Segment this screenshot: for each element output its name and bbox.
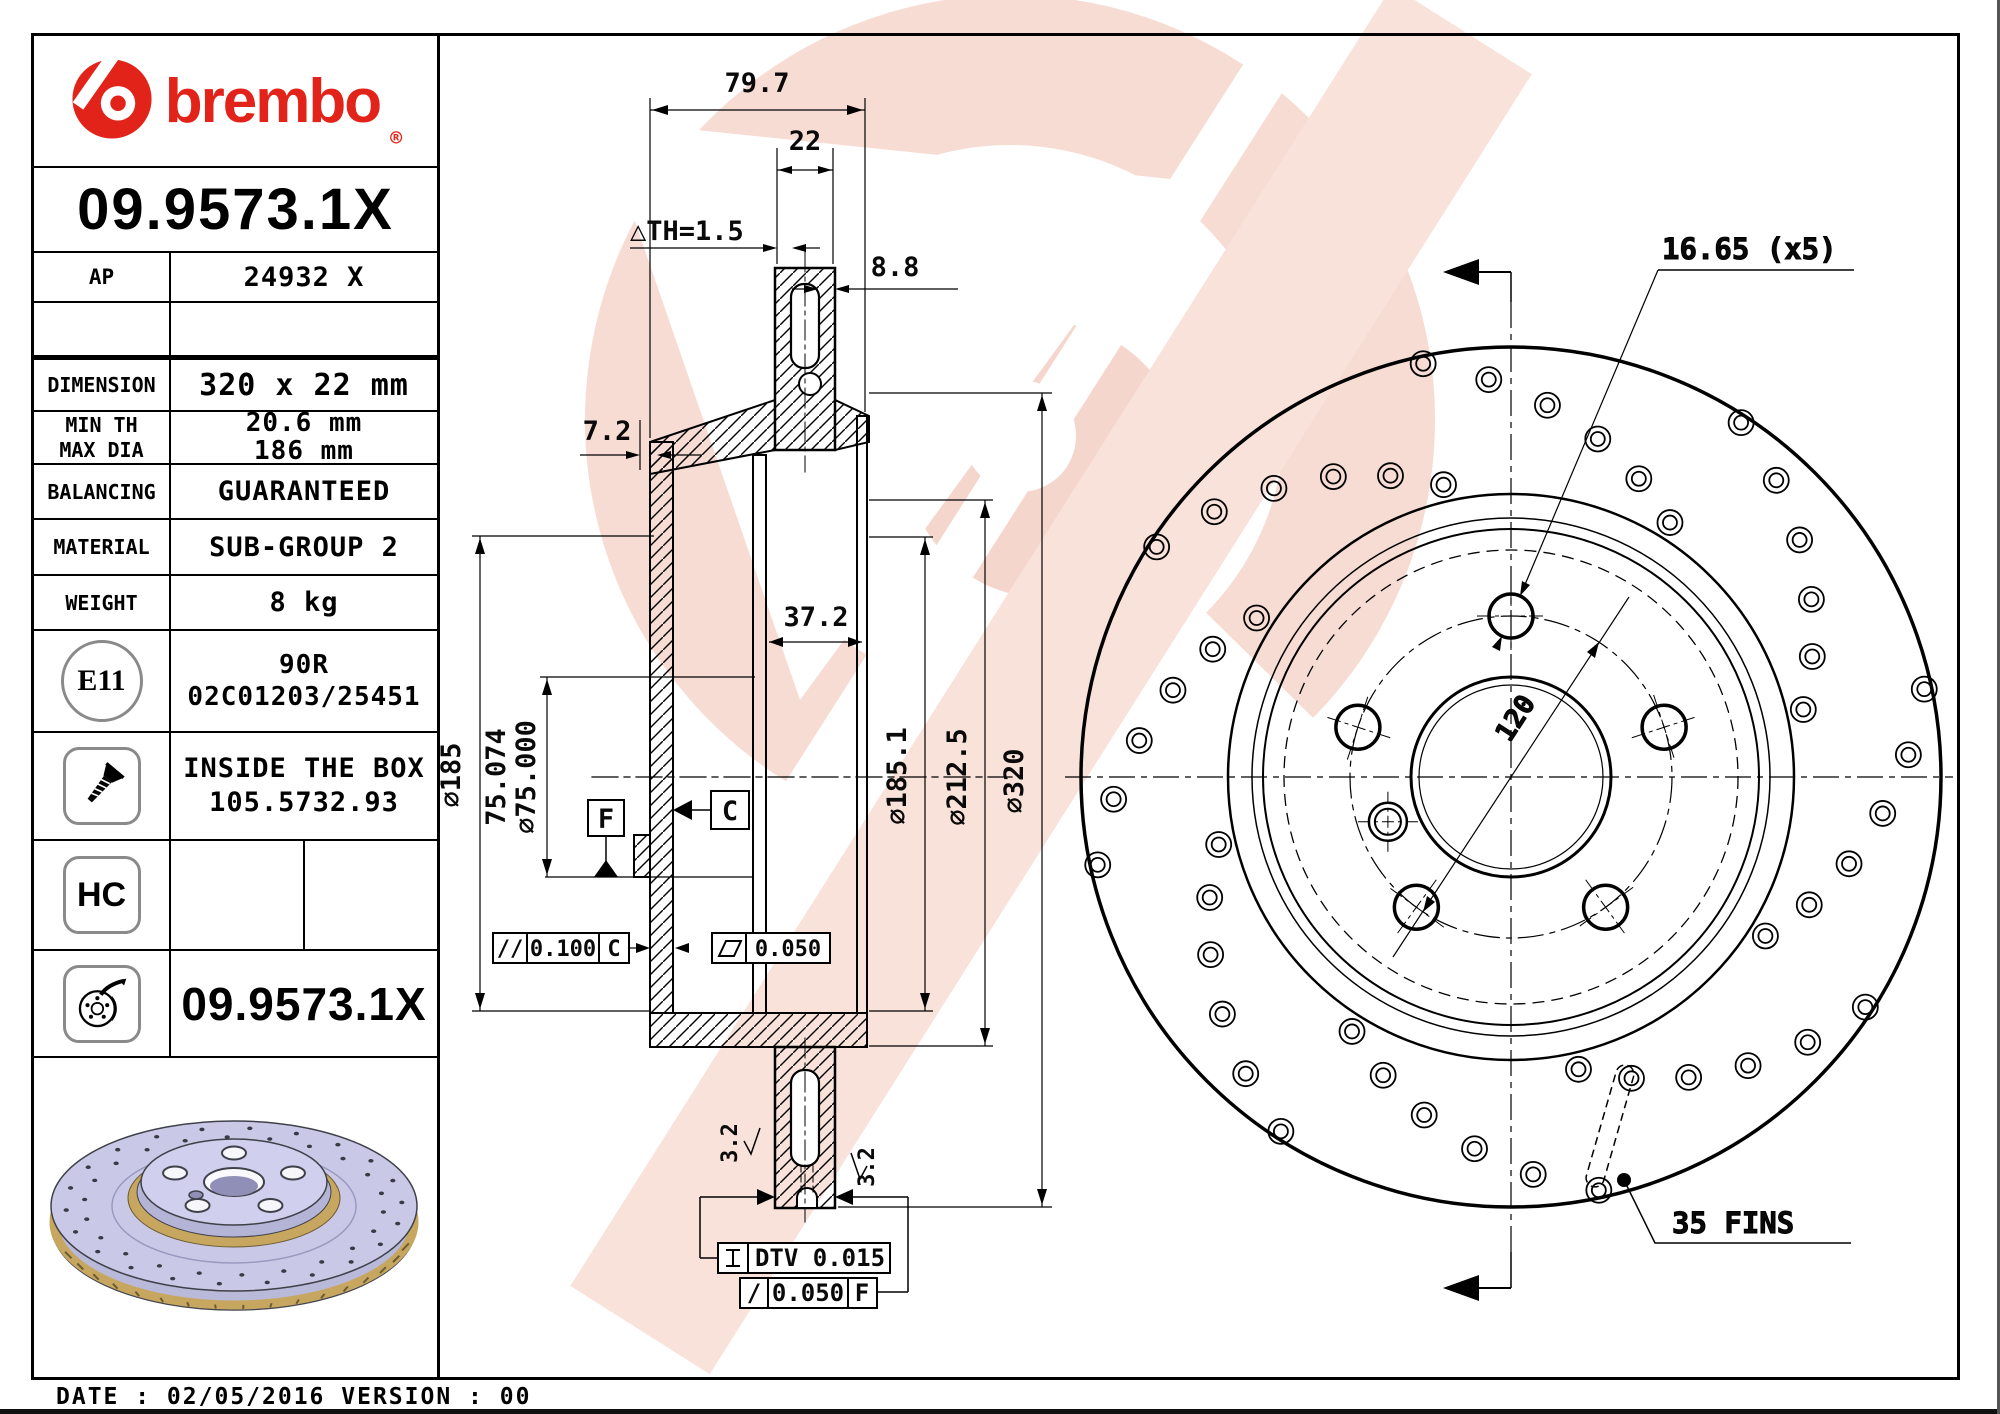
hidden-fin xyxy=(1585,1064,1635,1188)
max-dia-value: 186 mm xyxy=(254,435,354,466)
part-number-row: 09.9573.1X xyxy=(34,168,437,253)
brand-wordmark: brembo xyxy=(164,66,382,136)
part-number: 09.9573.1X xyxy=(77,177,394,242)
bolt-holes xyxy=(1325,582,1697,936)
parallelism-ref: C xyxy=(607,937,620,962)
e11-row: E11 90R 02C01203/25451 xyxy=(34,631,437,733)
min-th-value: 20.6 mm xyxy=(245,408,363,439)
inside-box-value-2: 105.5732.93 xyxy=(209,787,399,818)
dim-min-th-note: △TH=1.5 xyxy=(630,216,744,247)
hc-row: HC xyxy=(34,841,437,951)
disc-3d-render xyxy=(49,1120,419,1311)
date-version-line: DATE : 02/05/2016 VERSION : 00 xyxy=(56,1384,532,1410)
info-table: brembo ® 09.9573.1X AP 24932 X DIMENSION… xyxy=(31,33,440,1380)
dimension-value: 320 x 22 mm xyxy=(199,367,409,403)
brake-disc-icon xyxy=(62,964,141,1043)
hat-shoulder-right xyxy=(834,398,870,452)
dim-bore-upper: 75.074 xyxy=(481,728,512,826)
min-th-label: MIN TH xyxy=(65,412,138,437)
dtv-value: DTV 0.015 xyxy=(755,1244,885,1272)
minth-maxdia-row: MIN TH MAX DIA 20.6 mm 186 mm xyxy=(34,408,437,466)
e11-badge: E11 xyxy=(60,640,143,722)
section-arrow-top xyxy=(1443,259,1479,285)
registered-mark: ® xyxy=(390,126,403,150)
dim-step: 7.2 xyxy=(583,416,632,447)
hc-badge: HC xyxy=(62,856,141,934)
datum-f-label: F xyxy=(598,804,614,835)
page-bottom-edge xyxy=(0,1409,2000,1414)
disc-photo-cell xyxy=(34,1058,437,1377)
brembo-watermark xyxy=(539,0,1532,1375)
dim-dia-185-1: ⌀185.1 xyxy=(882,727,913,825)
flatness-symbol xyxy=(717,940,743,957)
inside-box-value-1: INSIDE THE BOX xyxy=(183,753,425,785)
hat-step-section xyxy=(633,834,651,878)
dim-bore-lower: ⌀75.000 xyxy=(511,720,542,834)
ap-label: AP xyxy=(34,253,171,301)
max-dia-label: MAX DIA xyxy=(59,437,144,462)
ap-row: AP 24932 X xyxy=(34,253,437,303)
inside-the-box-row: INSIDE THE BOX 105.5732.93 xyxy=(34,733,437,841)
balancing-value: GUARANTEED xyxy=(217,476,391,507)
dim-hat-depth: 37.2 xyxy=(783,602,848,633)
hat-closed-end-section xyxy=(649,1012,868,1048)
runout-value: 0.050 xyxy=(772,1279,844,1307)
weight-value: 8 kg xyxy=(269,587,339,618)
bore-wall-lines xyxy=(752,454,767,1014)
parallelism-value: 0.100 xyxy=(530,937,596,962)
material-label: MATERIAL xyxy=(34,520,171,574)
runout-symbol: / xyxy=(747,1279,761,1307)
e11-value-1: 90R xyxy=(279,649,329,680)
dtv-symbol xyxy=(726,1249,740,1267)
datum-c-label: C xyxy=(722,796,738,827)
page-right-edge xyxy=(1997,0,2000,1414)
dimension-label: DIMENSION xyxy=(34,360,171,410)
disc-part-row: 09.9573.1X xyxy=(34,951,437,1058)
dim-dia-212-5: ⌀212.5 xyxy=(942,728,973,826)
brembo-logo-icon xyxy=(69,49,155,146)
blank-row xyxy=(34,303,437,360)
material-value: SUB-GROUP 2 xyxy=(209,531,399,563)
cross-drill-section xyxy=(798,372,822,396)
bottom-part-number: 09.9573.1X xyxy=(181,977,427,1030)
flatness-value: 0.050 xyxy=(755,937,821,962)
dim-width-overall: 79.7 xyxy=(724,68,789,99)
ap-value: 24932 X xyxy=(243,261,365,293)
dimension-row: DIMENSION 320 x 22 mm xyxy=(34,360,437,412)
outer-wall-lines xyxy=(856,415,868,1014)
gdt-annotations: F C // 0.100 C 0.050 xyxy=(492,790,909,1309)
parallelism-symbol: // xyxy=(497,937,524,962)
roughness-left: 3.2 xyxy=(718,1123,743,1163)
section-arrow-bottom xyxy=(1443,1275,1479,1301)
e11-value-2: 02C01203/25451 xyxy=(187,682,421,712)
dim-thickness: 22 xyxy=(789,126,822,157)
roughness-right: 3.2 xyxy=(855,1147,880,1187)
brand-header: brembo ® xyxy=(34,36,437,168)
material-row: MATERIAL SUB-GROUP 2 xyxy=(34,520,437,576)
screw-icon xyxy=(62,747,141,825)
cross-drill-holes xyxy=(1084,350,1938,1204)
vent-notch xyxy=(796,1187,818,1209)
weight-row: WEIGHT 8 kg xyxy=(34,576,437,631)
balancing-label: BALANCING xyxy=(34,465,171,518)
dim-fins: 35 FINS xyxy=(1672,1206,1794,1240)
dim-plate-thickness: 8.8 xyxy=(871,252,920,283)
section-dimensions: 79.7 22 △TH=1.5 8.8 7.2 37.2 ⌀185 xyxy=(436,68,1052,1208)
dim-dia-320: ⌀320 xyxy=(999,748,1030,813)
dim-bolt-circle: 120 xyxy=(1490,689,1543,747)
dim-dia-185: ⌀185 xyxy=(436,742,467,807)
dim-drill-holes: 16.65 (x5) xyxy=(1662,232,1837,266)
balancing-row: BALANCING GUARANTEED xyxy=(34,465,437,520)
weight-label: WEIGHT xyxy=(34,576,171,629)
hat-wall-section xyxy=(649,441,674,1014)
runout-ref: F xyxy=(855,1279,869,1307)
